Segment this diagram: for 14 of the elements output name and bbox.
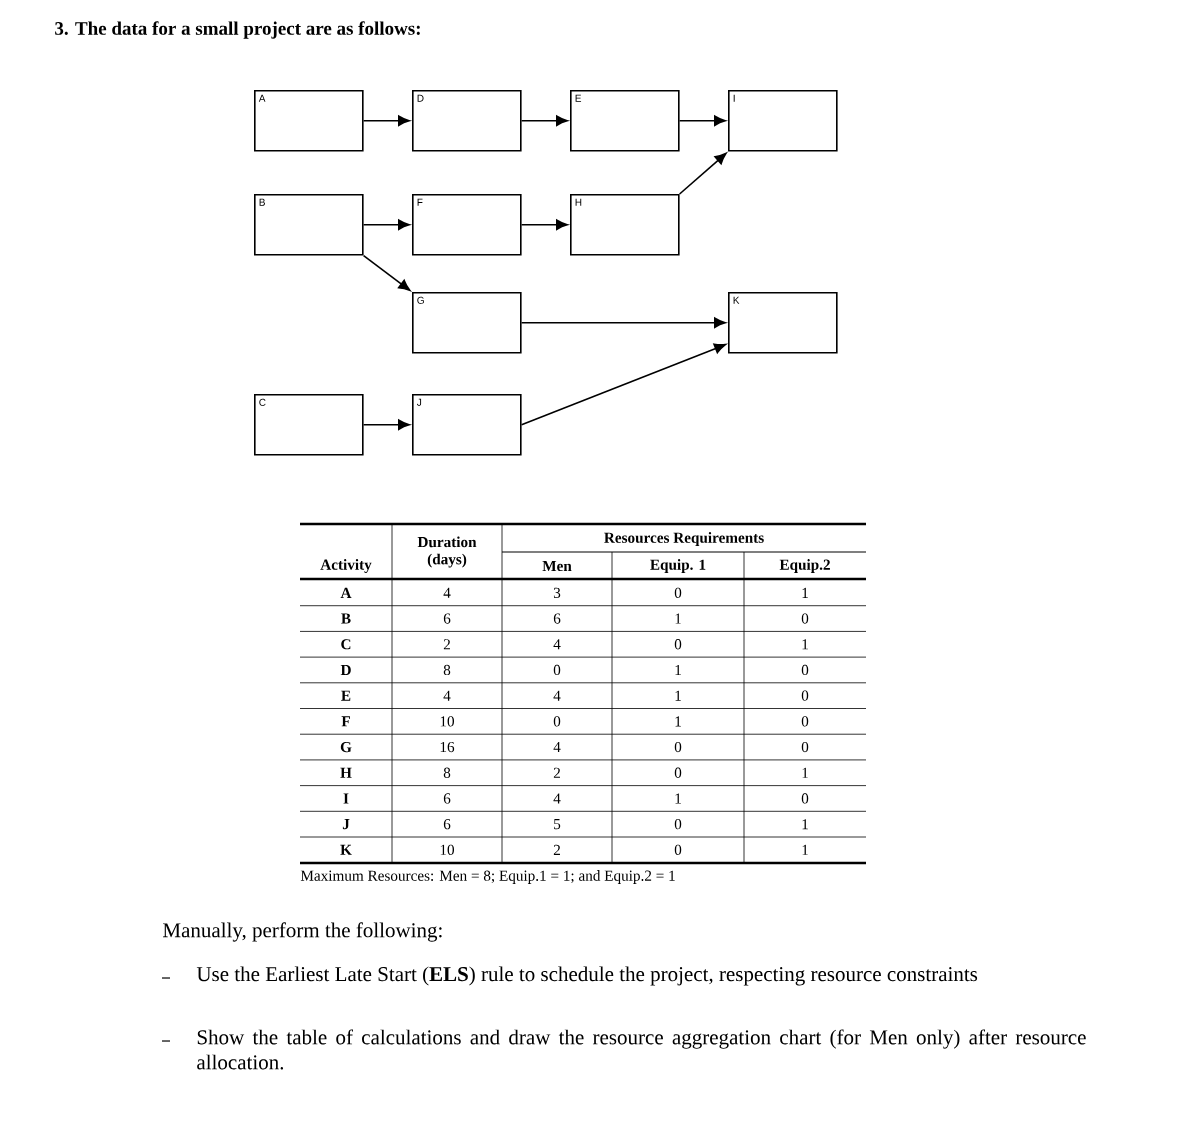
arrow — [362, 419, 410, 431]
arrow — [362, 254, 411, 292]
instruction-text: Manually, perform the following: — [163, 922, 442, 942]
arrow — [520, 317, 726, 329]
arrow — [678, 115, 726, 127]
arrow — [520, 115, 568, 127]
arrow — [362, 219, 410, 231]
heading: 3. The data for a small project are as follows: — [55, 21, 420, 39]
instruction-text: Use the Earliest Late Start (ELS) rule to schedule the project, respecting resource constraints — [196, 966, 978, 986]
arrow — [520, 343, 727, 426]
instruction-text: Show the table of calculations and draw the resource aggregation chart (for Men only) after resource allocation. — [197, 1029, 1086, 1070]
arrow — [678, 152, 727, 195]
arrow — [520, 219, 568, 231]
arrow — [362, 115, 410, 127]
